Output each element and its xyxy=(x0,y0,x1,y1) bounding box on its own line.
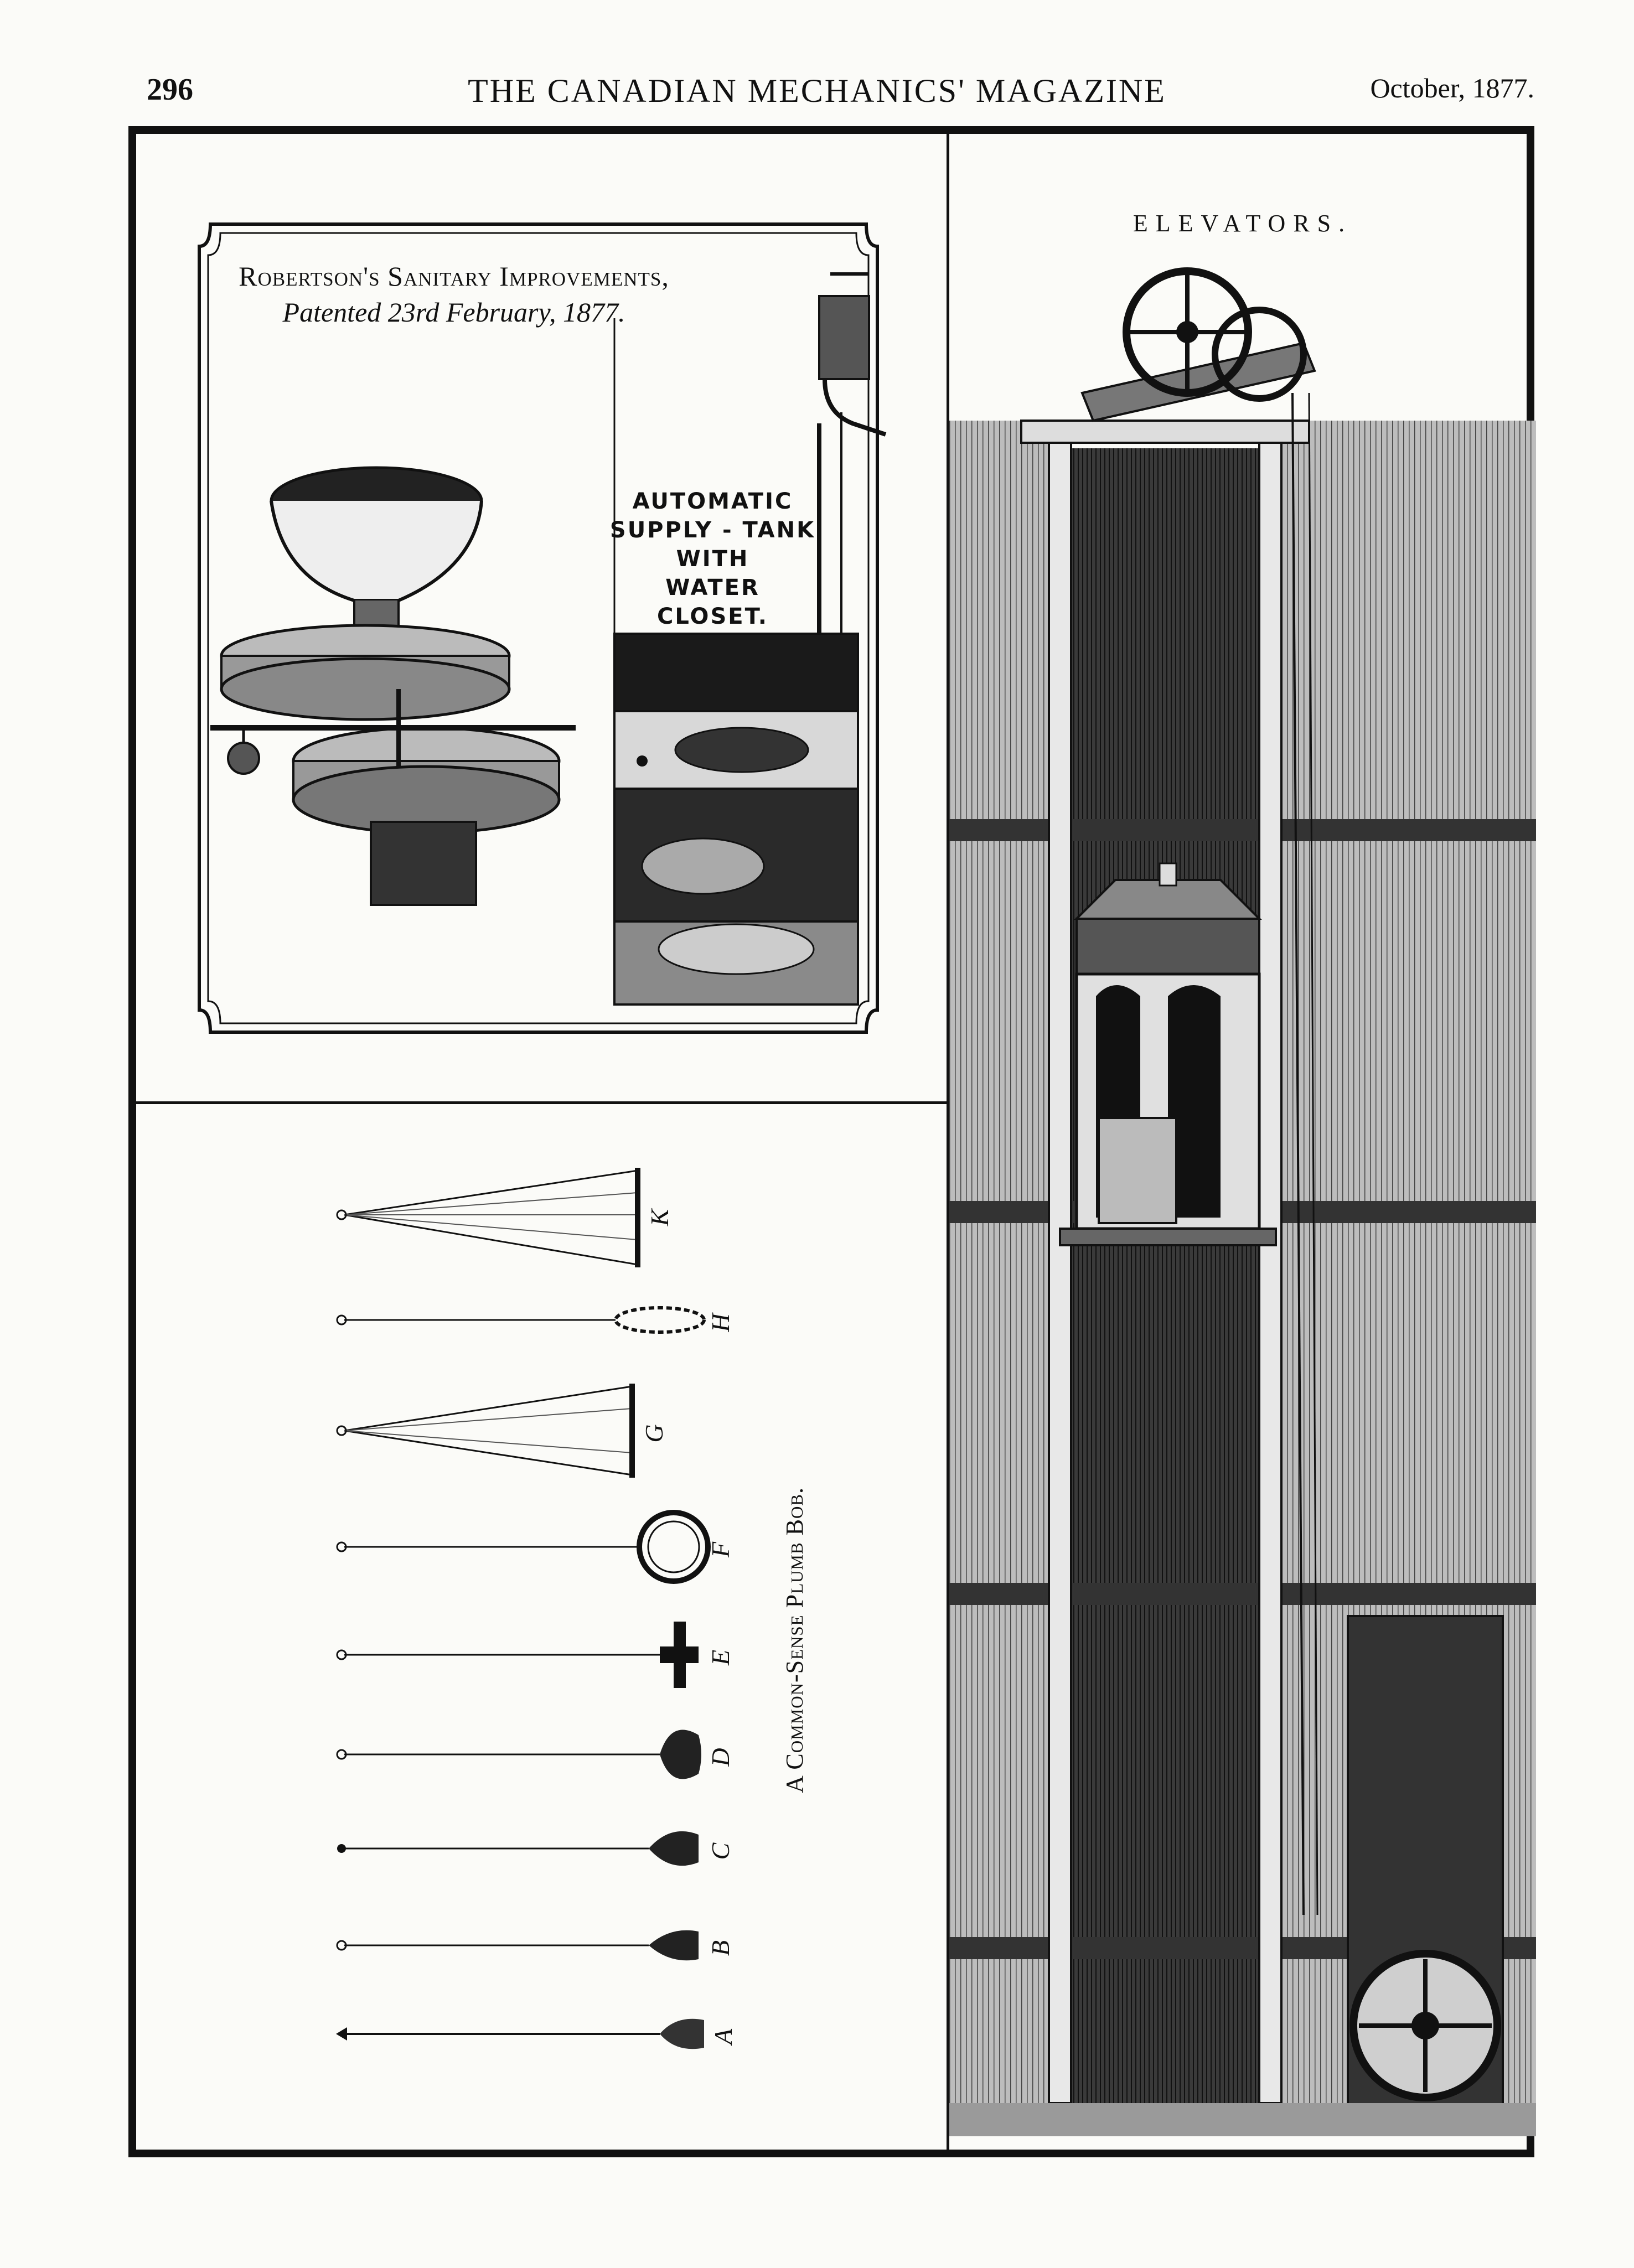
plumb-label-f: F xyxy=(706,1541,735,1558)
plumb-label-a: A xyxy=(709,2028,737,2046)
plumb-bob-f xyxy=(336,1510,711,1584)
running-title: THE CANADIAN MECHANICS' MAGAZINE xyxy=(468,73,1166,109)
tank-label-line: AUTOMATIC xyxy=(632,489,793,514)
plumb-label-g: G xyxy=(640,1424,668,1442)
plumb-bob-h xyxy=(336,1306,706,1334)
plumb-bob-c xyxy=(337,1831,699,1866)
tank-label-line: WATER CLOSET. xyxy=(657,575,768,629)
horizontal-divider xyxy=(128,1101,949,1104)
plumb-bob-e xyxy=(336,1622,699,1688)
plumb-bob-caption: A Common-Sense Plumb Bob. xyxy=(781,1487,808,1793)
robertson-title: Robertson's Sanitary Improvements, xyxy=(239,261,669,292)
plumb-label-h: H xyxy=(706,1312,735,1333)
tank-label-line: WITH xyxy=(676,546,749,572)
plumb-bob-g xyxy=(336,1384,635,1478)
plumb-bob-k xyxy=(336,1168,640,1267)
page-number: 296 xyxy=(147,73,193,107)
plumb-label-k: K xyxy=(645,1208,674,1226)
plumb-bob-d xyxy=(336,1730,701,1779)
plumb-label-b: B xyxy=(706,1940,735,1956)
supply-tank-label: AUTOMATIC SUPPLY - TANK WITH WATER CLOSE… xyxy=(609,487,816,631)
plumb-label-c: C xyxy=(706,1842,735,1860)
issue-date: October, 1877. xyxy=(1370,73,1534,103)
plumb-bob-illustration: K H G F E D C B A xyxy=(336,1168,737,2049)
plumb-bob-b xyxy=(336,1930,699,1961)
plumb-label-d: D xyxy=(706,1748,735,1767)
robertson-subtitle: Patented 23rd February, 1877. xyxy=(282,297,625,328)
elevator-illustration xyxy=(949,267,1536,2136)
vertical-divider xyxy=(947,126,949,2157)
elevators-title: ELEVATORS. xyxy=(1133,210,1353,237)
plumb-bob-a xyxy=(336,2018,704,2049)
water-closet-illustration xyxy=(198,222,887,1034)
plumb-label-e: E xyxy=(706,1650,735,1666)
tank-label-line: SUPPLY - TANK xyxy=(609,517,816,543)
